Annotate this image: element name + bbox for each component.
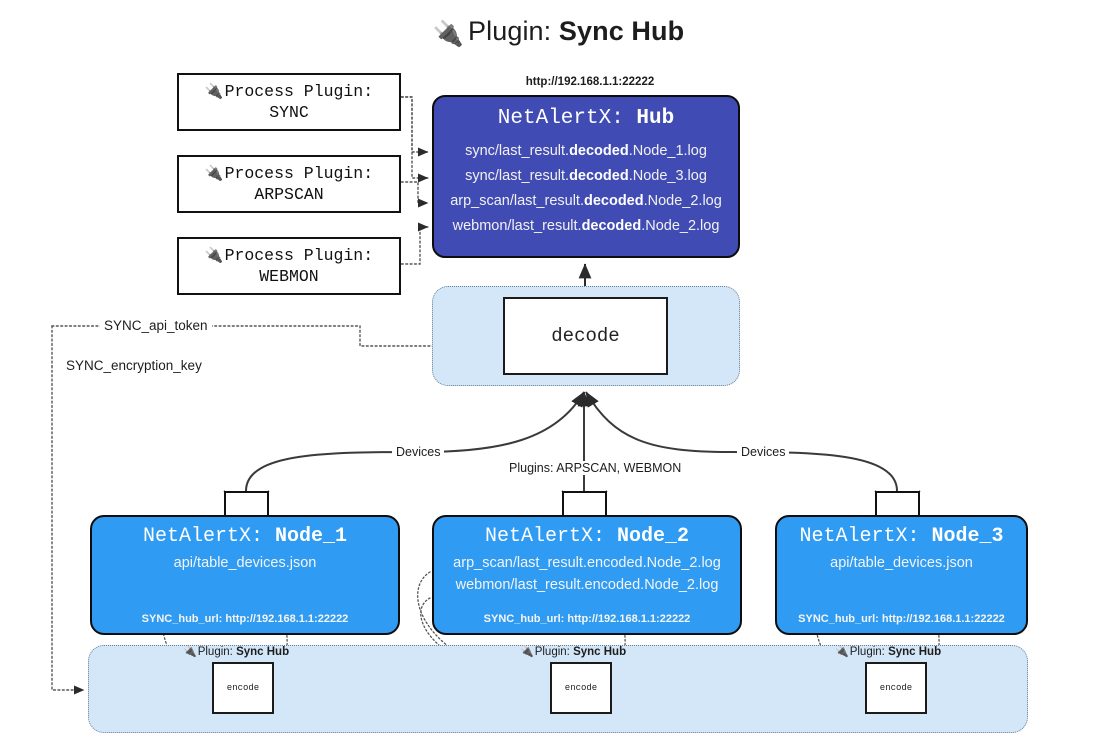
node-1-hub-url: SYNC_hub_url: http://192.168.1.1:22222 <box>141 613 349 625</box>
node-2-title: NetAlertX: Node_2 <box>484 525 690 548</box>
plug-icon: 🔌 <box>204 164 224 182</box>
process-plugin-sync[interactable]: 🔌Process Plugin: SYNC <box>177 73 401 131</box>
hub-log-line: sync/last_result.decoded.Node_3.log <box>465 167 707 184</box>
node-2-line: arp_scan/last_result.encoded.Node_2.log <box>453 555 721 571</box>
sync-encryption-key-label: SYNC_encryption_key <box>62 358 206 373</box>
node-2-line: webmon/last_result.encoded.Node_2.log <box>455 577 719 594</box>
page-title: 🔌Plugin: Sync Hub <box>0 16 1117 48</box>
node-3-title: NetAlertX: Node_3 <box>799 525 1004 548</box>
hub-log-line: webmon/last_result.decoded.Node_2.log <box>452 217 720 234</box>
encoder-1-caption: 🔌Plugin: Sync Hub <box>183 646 290 658</box>
node-3[interactable]: NetAlertX: Node_3 api/table_devices.json… <box>775 515 1028 635</box>
node-2[interactable]: NetAlertX: Node_2 arp_scan/last_result.e… <box>432 515 742 635</box>
hub-url-label: http://192.168.1.1:22222 <box>525 76 655 88</box>
hub-title: NetAlertX: Hub <box>497 107 675 130</box>
node-1[interactable]: NetAlertX: Node_1 api/table_devices.json… <box>90 515 400 635</box>
process-plugin-arpscan[interactable]: 🔌Process Plugin: ARPSCAN <box>177 155 401 213</box>
process-plugin-sync-line1: 🔌Process Plugin: <box>204 81 374 101</box>
process-plugin-arpscan-line2: ARPSCAN <box>254 185 324 204</box>
encoder-2-caption: 🔌Plugin: Sync Hub <box>520 646 627 658</box>
node-3-hub-url: SYNC_hub_url: http://192.168.1.1:22222 <box>798 613 1005 625</box>
plug-icon: 🔌 <box>520 646 534 658</box>
edge-label-plugins: Plugins: ARPSCAN, WEBMON <box>505 461 686 475</box>
plug-icon: 🔌 <box>204 82 224 100</box>
encode-box-3[interactable]: encode <box>865 662 927 714</box>
hub-log-line: arp_scan/last_result.decoded.Node_2.log <box>450 192 722 209</box>
edge-label-devices-left: Devices <box>392 445 445 459</box>
decode-box[interactable]: decode <box>503 297 668 375</box>
page-title-prefix: Plugin: <box>468 16 559 46</box>
plug-icon: 🔌 <box>835 646 849 658</box>
plug-icon: 🔌 <box>204 246 224 264</box>
process-plugin-webmon[interactable]: 🔌Process Plugin: WEBMON <box>177 237 401 295</box>
encode-box-1[interactable]: encode <box>212 662 274 714</box>
hub-log-line: sync/last_result.decoded.Node_1.log <box>465 143 707 159</box>
encode-box-2[interactable]: encode <box>550 662 612 714</box>
plug-icon: 🔌 <box>432 20 465 48</box>
edge-label-devices-right: Devices <box>737 445 790 459</box>
process-plugin-sync-line2: SYNC <box>269 103 309 122</box>
hub-node[interactable]: NetAlertX: Hub sync/last_result.decoded.… <box>432 95 740 258</box>
node-3-line: api/table_devices.json <box>830 555 973 571</box>
encoder-3-caption: 🔌Plugin: Sync Hub <box>835 646 942 658</box>
node-1-title: NetAlertX: Node_1 <box>142 525 348 548</box>
process-plugin-webmon-line1: 🔌Process Plugin: <box>204 245 374 265</box>
process-plugin-webmon-line2: WEBMON <box>259 267 319 286</box>
plug-icon: 🔌 <box>183 646 197 658</box>
node-1-line: api/table_devices.json <box>173 555 317 571</box>
page-title-name: Sync Hub <box>558 16 685 46</box>
process-plugin-arpscan-line1: 🔌Process Plugin: <box>204 163 374 183</box>
sync-api-token-label: SYNC_api_token <box>100 318 212 333</box>
node-2-hub-url: SYNC_hub_url: http://192.168.1.1:22222 <box>483 613 691 625</box>
